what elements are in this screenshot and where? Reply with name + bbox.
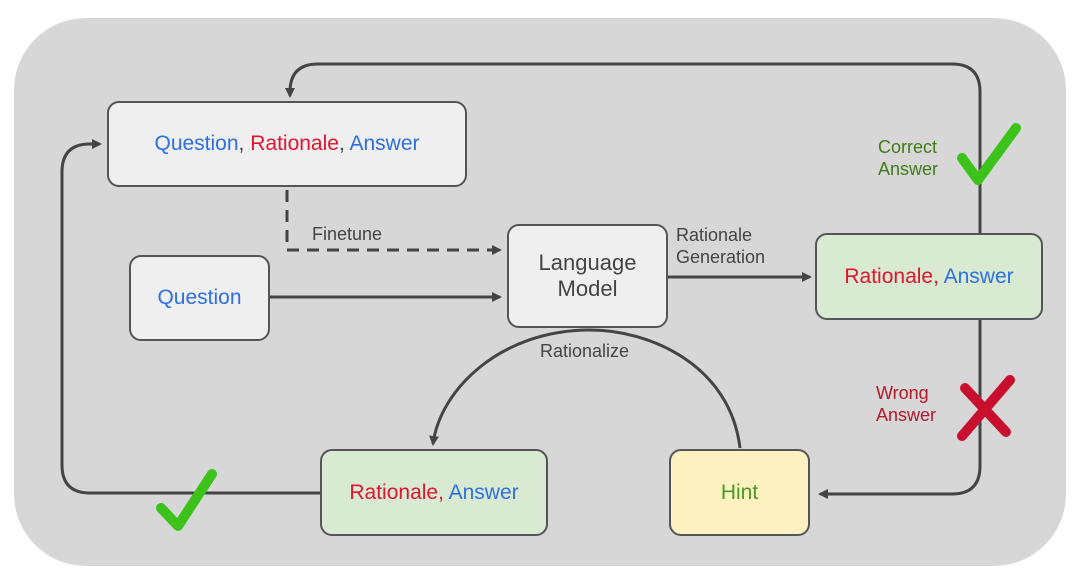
checkmark-icon: [156, 469, 217, 531]
qra-rationale-text: Rationale: [250, 132, 339, 156]
hint-text: Hint: [720, 480, 759, 504]
generated-rationale-text: Rationale,: [844, 264, 939, 288]
qra-box: Question, Rationale, Answer: [107, 101, 467, 187]
finetune-label: Finetune: [312, 224, 383, 244]
rationale-generation-line1: Rationale: [676, 225, 753, 245]
language-model-line2: Model: [557, 276, 618, 301]
rationalized-rationale-answer-box: Rationale, Answer: [320, 449, 548, 536]
correct-answer-arrow: [285, 62, 982, 233]
qra-question-text: Question: [154, 132, 239, 156]
left-loop-arrow: [60, 139, 320, 495]
rationalized-rationale-text: Rationale,: [349, 480, 444, 504]
rationalize-arrow: [429, 328, 742, 449]
qra-answer-text: Answer: [349, 132, 420, 156]
correct-label-line2: Answer: [878, 158, 939, 179]
language-model-line1: Language: [538, 249, 637, 275]
rationalize-label: Rationalize: [540, 341, 630, 361]
rationale-generation-line2: Generation: [676, 246, 766, 267]
wrong-label-line1: Wrong: [876, 383, 929, 403]
hint-box: Hint: [669, 449, 810, 536]
finetune-arrow: [285, 190, 502, 255]
wrong-answer-arrow: [818, 320, 982, 499]
question-box: Question: [129, 255, 270, 341]
cross-icon: [957, 375, 1015, 441]
qra-separator: ,: [338, 132, 350, 156]
checkmark-icon: [957, 123, 1021, 185]
correct-label-line1: Correct: [878, 137, 938, 157]
qra-separator: ,: [238, 132, 251, 156]
generated-answer-text: Answer: [938, 264, 1014, 288]
generated-rationale-answer-box: Rationale, Answer: [815, 233, 1043, 320]
rationalized-answer-text: Answer: [443, 480, 519, 504]
wrong-label-line2: Answer: [876, 404, 937, 425]
question-text: Question: [157, 286, 242, 310]
